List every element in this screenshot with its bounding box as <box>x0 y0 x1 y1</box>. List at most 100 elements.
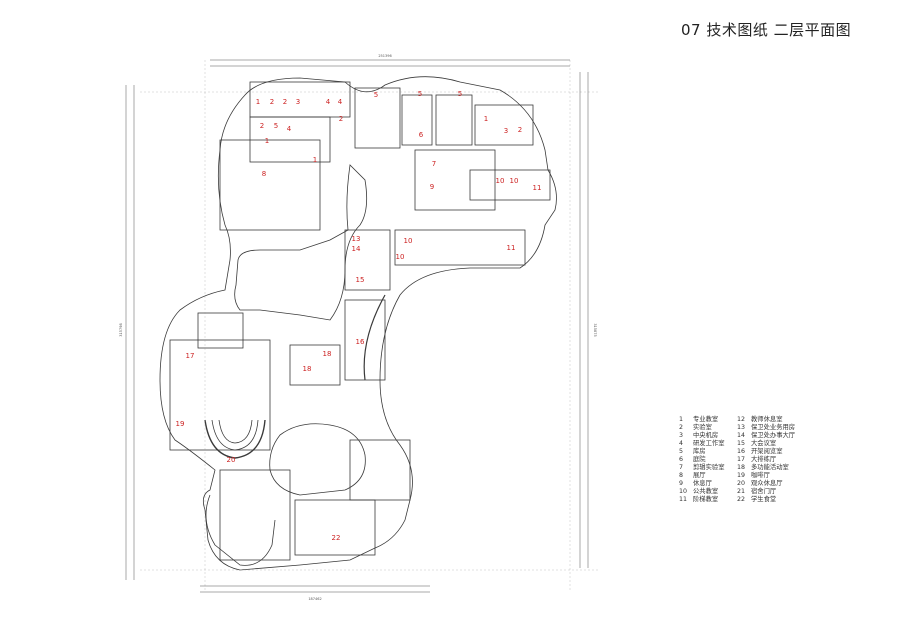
block-north-b <box>401 94 433 146</box>
room-label: 1 <box>265 137 269 145</box>
room-label: 18 <box>303 365 312 373</box>
room-label: 7 <box>432 160 436 168</box>
legend-label: 教师休息室 <box>751 416 783 423</box>
legend-label: 研发工作室 <box>693 440 725 447</box>
room-label: 5 <box>458 90 462 98</box>
legend-number: 16 <box>737 448 746 455</box>
room-label: 2 <box>260 122 264 130</box>
room-label: 2 <box>283 98 287 106</box>
block-multi <box>289 344 341 386</box>
legend-label: 学生食堂 <box>751 496 777 503</box>
room-label: 5 <box>418 90 422 98</box>
room-label: 1 <box>484 115 488 123</box>
room-label: 18 <box>323 350 332 358</box>
legend-label: 保卫处办事大厅 <box>751 432 796 439</box>
dim-bottom-total: 187462 <box>308 597 321 601</box>
legend-number: 3 <box>679 432 684 439</box>
room-label: 2 <box>270 98 274 106</box>
auditorium-seating <box>204 419 266 459</box>
room-label: 8 <box>262 170 266 178</box>
room-label: 14 <box>352 245 361 253</box>
legend-label: 保卫处业务用房 <box>751 424 796 431</box>
building-outline <box>159 76 557 571</box>
legend-label: 休息厅 <box>693 480 712 487</box>
legend-number: 15 <box>737 440 746 447</box>
block-ne <box>474 104 534 146</box>
legend-label: 大会议室 <box>751 440 777 447</box>
legend-number: 7 <box>679 464 684 471</box>
room-label: 6 <box>419 131 424 139</box>
room-label: 2 <box>339 115 343 123</box>
legend-item: 19 咖啡厅 <box>737 472 795 480</box>
legend-number: 19 <box>737 472 746 479</box>
room-label: 2 <box>518 126 522 134</box>
room-label: 15 <box>356 276 365 284</box>
block-library <box>344 299 386 381</box>
legend-number: 9 <box>679 480 684 487</box>
block-dorm <box>349 439 411 501</box>
courtyard-north <box>234 164 368 321</box>
legend-label: 宿舍门厅 <box>751 488 777 495</box>
legend-item: 5 库房 <box>679 448 724 456</box>
block-nw-2 <box>249 116 331 163</box>
page-title: 07 技术图纸 二层平面图 <box>681 21 852 39</box>
room-label: 20 <box>227 456 236 464</box>
legend-item: 16 开架阅览室 <box>737 448 795 456</box>
legend-label: 观众休息厅 <box>751 480 783 487</box>
legend-number: 11 <box>679 496 688 503</box>
dim-top-total: 251396 <box>378 54 391 58</box>
legend-label: 剪辑实验室 <box>693 464 725 471</box>
legend-number: 21 <box>737 488 746 495</box>
block-rehearsal <box>197 312 244 349</box>
legend-label: 展厅 <box>693 472 706 479</box>
block-core <box>344 229 391 291</box>
legend-item: 11 阶梯教室 <box>679 496 724 504</box>
legend-label: 庭院 <box>693 456 706 463</box>
legend-number: 20 <box>737 480 746 487</box>
block-west <box>219 139 321 231</box>
block-east <box>469 169 551 201</box>
room-label: 17 <box>186 352 195 360</box>
legend-number: 8 <box>679 472 684 479</box>
east-arc <box>363 294 386 381</box>
block-north-a <box>354 87 401 149</box>
legend-label: 阶梯教室 <box>693 496 719 503</box>
room-label: 3 <box>296 98 300 106</box>
room-label: 9 <box>430 183 434 191</box>
legend-number: 1 <box>679 416 684 423</box>
legend-item: 9 休息厅 <box>679 480 724 488</box>
legend-item: 8 展厅 <box>679 472 724 480</box>
legend-label: 咖啡厅 <box>751 472 770 479</box>
room-label: 1 <box>256 98 260 106</box>
room-label: 3 <box>504 127 508 135</box>
legend-label: 开架阅览室 <box>751 448 783 455</box>
room-label: 11 <box>533 184 542 192</box>
legend-number: 14 <box>737 432 746 439</box>
legend-label: 大排练厅 <box>751 456 777 463</box>
legend-label: 实验室 <box>693 424 712 431</box>
room-label: 4 <box>287 125 292 133</box>
room-label: 10 <box>396 253 405 261</box>
legend-item: 15 大会议室 <box>737 440 795 448</box>
room-label: 5 <box>274 122 278 130</box>
block-mid <box>394 229 526 266</box>
dim-right-total: 315875 <box>593 323 597 336</box>
south-bulge <box>205 494 276 566</box>
room-label: 4 <box>326 98 331 106</box>
legend-label: 库房 <box>693 448 706 455</box>
legend-number: 10 <box>679 488 688 495</box>
block-north-c <box>435 94 473 146</box>
room-label: 1 <box>313 156 317 164</box>
block-theatre <box>169 339 271 451</box>
legend-number: 5 <box>679 448 684 455</box>
legend-item: 20 观众休息厅 <box>737 480 795 488</box>
